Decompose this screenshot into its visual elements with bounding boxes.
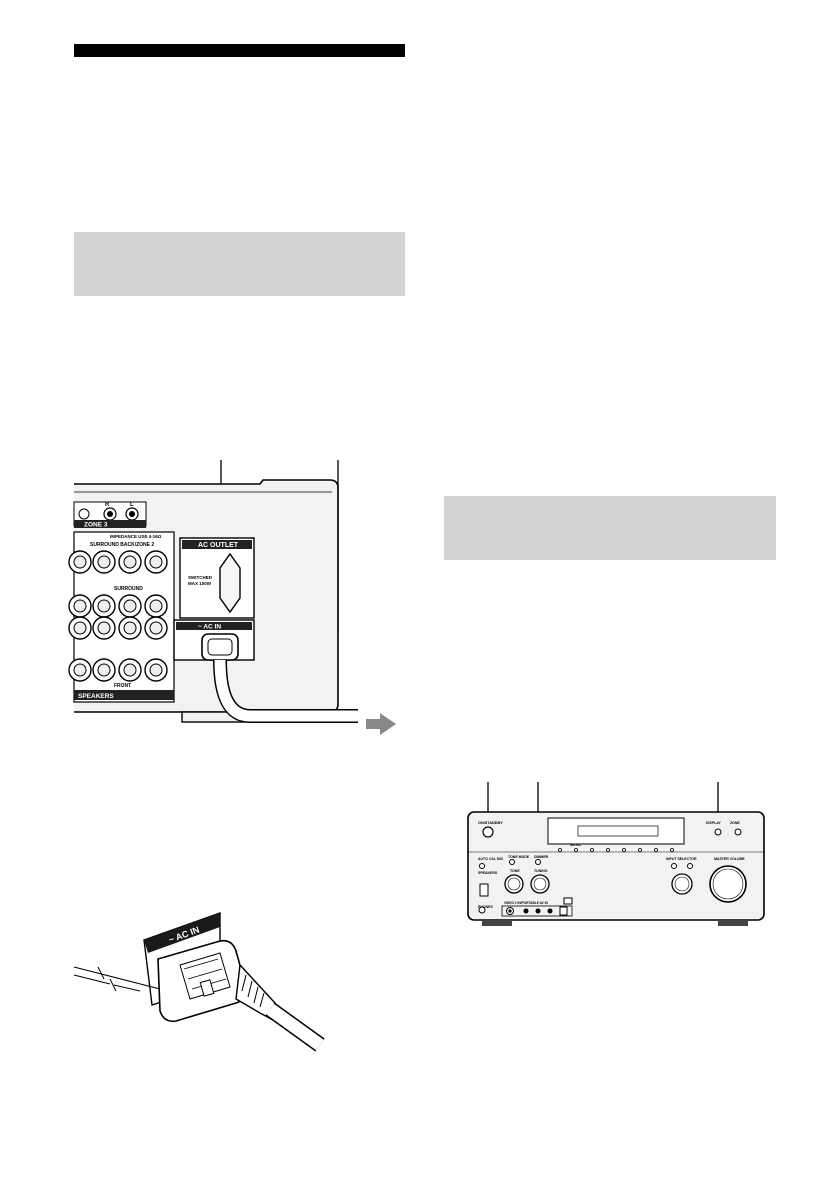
display-button[interactable]: [714, 828, 722, 836]
indicator-buttons: [558, 848, 674, 853]
power-plug: [201, 633, 239, 661]
shaded-heading-panel: [444, 496, 776, 560]
tuning-label: TUNING: [534, 869, 548, 873]
phones-label: PHONES: [478, 905, 493, 909]
channel-l-label: L: [130, 502, 134, 508]
zone-label: ZONE 3: [84, 522, 108, 529]
front-label: FRONT: [114, 683, 131, 689]
auto-cal-label: AUTO CAL MIC: [478, 857, 504, 861]
tone-label: TONE: [510, 869, 520, 873]
power-button[interactable]: [482, 826, 494, 838]
speakers-label: SPEAKERS: [78, 693, 114, 700]
impedance-label: IMPEDANCE USE 4-16Ω: [110, 534, 162, 539]
master-volume-knob[interactable]: [709, 865, 747, 903]
master-volume-label: MASTER VOLUME: [714, 857, 745, 861]
music-label: MUSIC: [570, 843, 582, 847]
on-standby-label: ON/STANDBY: [478, 821, 503, 825]
tuning-knob[interactable]: [530, 874, 550, 894]
display-label: DISPLAY: [706, 821, 722, 825]
surround-label: SURROUND: [114, 586, 143, 592]
surround-back-label: SURROUND BACK/ZONE 2: [90, 542, 154, 548]
section-header-rule: [74, 44, 405, 57]
zone-label: ZONE: [730, 821, 740, 825]
dimmer-button[interactable]: [535, 859, 541, 865]
ac-outlet-label: AC OUTLET: [198, 542, 239, 549]
shaded-heading-panel: [74, 232, 405, 296]
switched-label: SWITCHED: [188, 575, 213, 580]
receiver-rear-panel-illustration: R L ZONE 3 IMPEDANCE USE 4-16Ω SURROUND …: [68, 460, 396, 735]
tone-mode-label: TONE MODE: [508, 855, 530, 859]
phones-jack: [478, 906, 486, 914]
ac-in-plug-closeup-illustration: ~ AC IN: [73, 912, 325, 1052]
ac-outlet-socket: [219, 552, 241, 614]
ac-in-label: ~ AC IN: [198, 624, 221, 631]
speaker-terminals: [68, 550, 168, 682]
tone-knob[interactable]: [504, 874, 524, 894]
dimmer-label: DIMMER: [534, 855, 549, 859]
arrow-right-icon: [366, 713, 396, 735]
channel-r-label: R: [105, 502, 110, 508]
max-label: MAX 100W: [188, 581, 212, 586]
receiver-front-panel-illustration: ON/STANDBY MUSIC DISPLAY ZONE AUTO CAL M…: [467, 782, 765, 926]
video-inputs-label: VIDEO 2 IN/PORTABLE AV IN: [504, 901, 549, 905]
speakers-label: SPEAKERS: [478, 871, 498, 875]
speakers-button[interactable]: [479, 883, 489, 897]
input-selector-label: INPUT SELECTOR: [666, 857, 697, 861]
